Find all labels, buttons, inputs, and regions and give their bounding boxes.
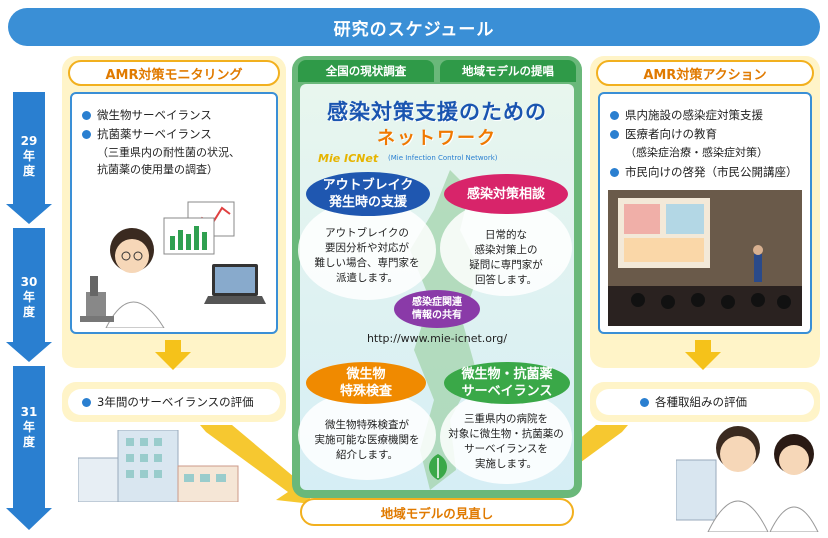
bullet-facility-support: 県内施設の感染症対策支援 (610, 106, 810, 125)
bullet-icon (610, 130, 619, 139)
timeline-arrow (6, 92, 52, 530)
tab-regional-model: 地域モデルの提唱 (440, 60, 576, 82)
surveillance-bg (440, 390, 572, 484)
info-share-badge: 感染症関連 情報の共有 (394, 290, 480, 328)
left-column-header: AMR対策モニタリング (68, 60, 280, 86)
bullet-icon (82, 111, 91, 120)
bullet-icon (82, 397, 91, 407)
surveillance-desc: 三重県内の病院を 対象に微生物・抗菌薬の サーベイランスを 実施します。 (448, 413, 564, 470)
consultation-badge: 感染対策相談 (444, 174, 568, 214)
left-down-arrow (155, 340, 191, 370)
bullet-micro-surveillance: 微生物サーベイランス (82, 106, 276, 125)
lecture-photo (608, 190, 802, 326)
network-logo (429, 454, 447, 480)
bullet-icon (640, 397, 649, 407)
network-subtitle: ネットワーク (377, 128, 497, 149)
buildings-illustration (78, 430, 239, 502)
consult-bg (440, 200, 572, 296)
monitoring-note-2: 抗菌薬の使用量の調査） (97, 163, 218, 176)
monitoring-note-1: （三重県内の耐性菌の状況、 (97, 146, 240, 159)
bullet-icon (610, 168, 619, 177)
outbreak-support-desc: アウトブレイクの 要因分析や対応が 難しい場合、専門家を 派遣します。 (314, 227, 420, 284)
network-brand: Mie ICNet (318, 152, 379, 165)
right-down-arrow (685, 340, 721, 370)
consultation-desc: 日常的な 感染対策上の 疑問に専門家が 回答します。 (469, 229, 543, 286)
bullet-icon (82, 130, 91, 139)
right-column-header: AMR対策アクション (596, 60, 814, 86)
bullet-antibiotic-surveillance: 抗菌薬サーベイランス (82, 125, 276, 144)
year-30-label: 30 年 度 (20, 275, 38, 319)
right-eval: 各種取組みの評価 (596, 389, 814, 415)
left-eval: 3年間のサーベイランスの評価 (68, 389, 280, 415)
outbreak-bg (298, 200, 436, 300)
bullet-icon (610, 111, 619, 120)
micro-test-badge: 微生物 特殊検査 (306, 362, 426, 404)
doctors-illustration (676, 426, 819, 532)
micro-test-desc: 微生物特殊検査が 実施可能な医療機関を 紹介します。 (314, 419, 420, 461)
bullet-medical-education: 医療者向けの教育 (610, 125, 810, 144)
bullet-public-awareness: 市民向けの啓発（市民公開講座） (610, 163, 810, 182)
network-url-link[interactable]: http://www.mie-icnet.org/ (366, 332, 508, 345)
network-title: 感染対策支援のための (327, 100, 547, 124)
surveillance-badge: 微生物・抗菌薬 サーベイランス (444, 362, 570, 404)
micro-test-bg (298, 390, 436, 480)
action-box: 県内施設の感染症対策支援 医療者向けの教育 （感染症治療・感染症対策） 市民向け… (598, 92, 812, 334)
outbreak-support-badge: アウトブレイク 発生時の支援 (306, 172, 430, 216)
education-note: （感染症治療・感染症対策） (625, 146, 768, 159)
year-29-label: 29 年 度 (20, 134, 38, 178)
network-brand-sub: (Mie Infection Control Network) (388, 154, 498, 162)
regional-model-review: 地域モデルの見直し (300, 498, 574, 526)
year-31-label: 31 年 度 (20, 405, 38, 449)
monitoring-box: 微生物サーベイランス 抗菌薬サーベイランス （三重県内の耐性菌の状況、 抗菌薬の… (70, 92, 278, 334)
tab-national-survey: 全国の現状調査 (298, 60, 434, 82)
schedule-banner: 研究のスケジュール (8, 8, 820, 46)
researcher-illustration (80, 201, 266, 328)
